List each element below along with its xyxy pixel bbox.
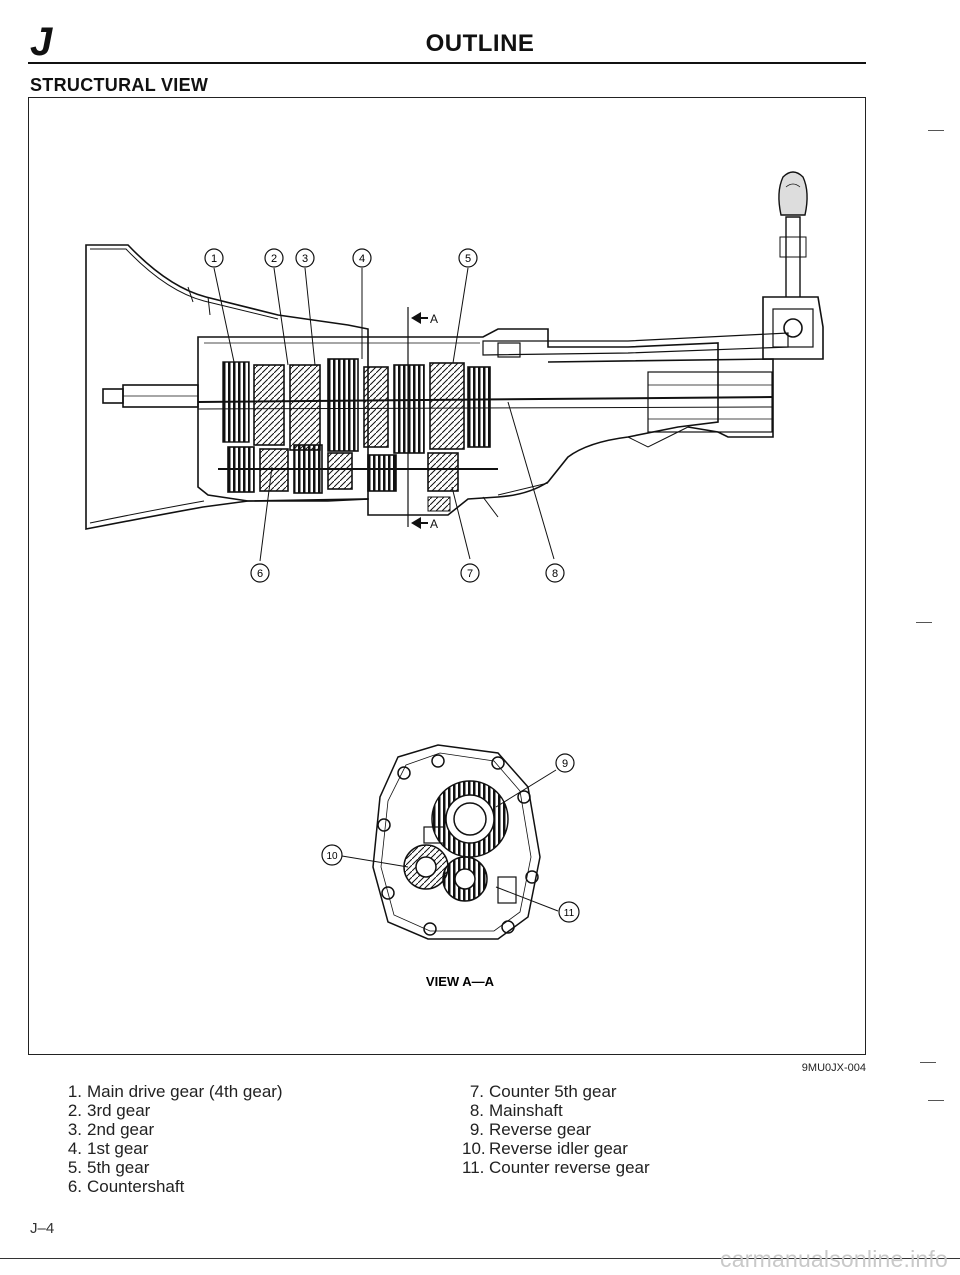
transmission-diagram: A A 1 2 3 4 5 6 7 8 9 10 11 — [85, 171, 824, 989]
callout-9: 9 — [555, 753, 575, 773]
legend-label: Mainshaft — [489, 1101, 563, 1120]
watermark: carmanualsonline.info — [720, 1246, 948, 1272]
first-gear — [327, 358, 359, 452]
view-a-a-section — [372, 744, 541, 940]
svg-text:4: 4 — [359, 253, 365, 265]
section-marker-bottom: A — [430, 517, 438, 531]
svg-text:10: 10 — [326, 851, 338, 862]
case-outline — [372, 744, 541, 940]
callouts: 1 2 3 4 5 6 7 8 9 10 11 — [204, 248, 580, 923]
footer-rule — [0, 1258, 960, 1259]
legend-label: 5th gear — [87, 1158, 150, 1177]
svg-text:5: 5 — [465, 253, 471, 265]
callout-6: 6 — [250, 563, 270, 583]
edge-mark — [916, 622, 932, 623]
legend-label: Counter reverse gear — [489, 1158, 650, 1177]
legend-item-4: 4.1st gear — [67, 1139, 149, 1158]
legend-left-column: 1.Main drive gear (4th gear) 2.3rd gear … — [60, 1082, 283, 1196]
svg-text:3: 3 — [302, 253, 308, 265]
section-marker-top: A — [430, 312, 438, 326]
legend-label: Counter 5th gear — [489, 1082, 617, 1101]
edge-mark — [920, 1062, 936, 1063]
section-heading: STRUCTURAL VIEW — [30, 75, 209, 95]
svg-text:2: 2 — [271, 253, 277, 265]
svg-text:1: 1 — [211, 253, 217, 265]
svg-text:11: 11 — [564, 908, 575, 919]
transmission-cutaway — [85, 171, 824, 530]
section-letter: J — [30, 20, 53, 64]
extension-housing — [547, 358, 774, 438]
legend-item-3: 3.2nd gear — [67, 1120, 155, 1139]
legend-item-5: 5.5th gear — [67, 1158, 150, 1177]
legend-item-7: 7.Counter 5th gear — [469, 1082, 617, 1101]
section-markers: A A — [411, 312, 438, 531]
view-caption: VIEW A—A — [426, 974, 495, 989]
page-title: OUTLINE — [425, 30, 535, 57]
main-drive-gear — [222, 361, 250, 443]
fifth-gear — [429, 362, 465, 450]
legend-label: 1st gear — [87, 1139, 149, 1158]
legend-label: Countershaft — [87, 1177, 185, 1196]
svg-text:8: 8 — [552, 568, 558, 580]
figure-frame — [28, 97, 866, 1055]
svg-text:7: 7 — [467, 568, 473, 580]
legend-label: 2nd gear — [87, 1120, 155, 1139]
edge-mark — [928, 130, 944, 131]
leader-lines — [213, 267, 559, 912]
legend-item-2: 2.3rd gear — [67, 1101, 151, 1120]
shift-tower — [762, 296, 824, 360]
legend-right-column: 7.Counter 5th gear 8.Mainshaft 9.Reverse… — [462, 1082, 650, 1177]
legend-label: Reverse gear — [489, 1120, 592, 1139]
title-rule — [28, 62, 866, 64]
callout-11: 11 — [558, 901, 580, 923]
callout-7: 7 — [460, 563, 480, 583]
callout-3: 3 — [295, 248, 315, 268]
shift-rail — [482, 332, 789, 356]
callout-4: 4 — [352, 248, 372, 268]
second-gear — [289, 364, 321, 451]
callout-10: 10 — [321, 844, 343, 866]
legend-label: Reverse idler gear — [489, 1139, 628, 1158]
legend-label: Main drive gear (4th gear) — [87, 1082, 283, 1101]
third-gear — [253, 364, 285, 446]
legend-item-8: 8.Mainshaft — [469, 1101, 563, 1120]
svg-text:9: 9 — [562, 758, 568, 770]
callout-8: 8 — [545, 563, 565, 583]
edge-mark — [928, 1100, 944, 1101]
transmission-case — [197, 328, 719, 516]
shift-knob — [778, 171, 808, 216]
svg-text:6: 6 — [257, 568, 263, 580]
page-number: J–4 — [30, 1220, 55, 1237]
figure-code: 9MU0JX-004 — [801, 1062, 866, 1074]
callout-2: 2 — [264, 248, 284, 268]
legend-item-10: 10.Reverse idler gear — [462, 1139, 628, 1158]
callout-1: 1 — [204, 248, 224, 268]
legend-item-6: 6.Countershaft — [67, 1177, 185, 1196]
legend-item-11: 11.Counter reverse gear — [462, 1158, 650, 1177]
legend-item-1: 1.Main drive gear (4th gear) — [67, 1082, 283, 1101]
legend-label: 3rd gear — [87, 1101, 151, 1120]
legend-item-9: 9.Reverse gear — [469, 1120, 592, 1139]
callout-5: 5 — [458, 248, 478, 268]
